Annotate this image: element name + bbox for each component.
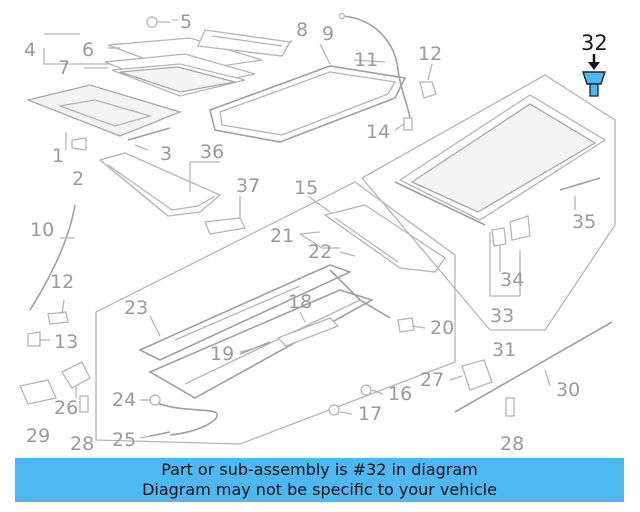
label-18: 18 <box>288 291 312 313</box>
label-12-top: 12 <box>418 43 442 65</box>
label-28-right: 28 <box>500 433 524 455</box>
frame-assembly-outline <box>95 181 456 445</box>
label-11: 11 <box>354 49 378 71</box>
banner-line-2: Diagram may not be specific to your vehi… <box>142 480 497 499</box>
label-6: 6 <box>82 39 94 61</box>
label-2: 2 <box>72 168 84 190</box>
label-15: 15 <box>294 177 318 199</box>
label-8: 8 <box>296 19 308 41</box>
label-16: 16 <box>388 383 412 405</box>
label-5: 5 <box>180 11 192 33</box>
label-17: 17 <box>358 403 382 425</box>
left-loose-parts <box>19 204 91 413</box>
label-26: 26 <box>54 397 78 419</box>
label-36: 36 <box>200 141 224 163</box>
label-7: 7 <box>58 57 70 79</box>
label-32: 32 <box>581 31 608 55</box>
label-34: 34 <box>500 269 524 291</box>
label-23: 23 <box>124 297 148 319</box>
label-9: 9 <box>322 23 334 45</box>
info-banner: Part or sub-assembly is #32 in diagram D… <box>15 458 624 502</box>
label-33: 33 <box>490 305 514 327</box>
label-1: 1 <box>52 145 64 167</box>
label-24: 24 <box>112 389 136 411</box>
label-35: 35 <box>572 211 596 233</box>
label-28-left: 28 <box>70 433 94 455</box>
label-27: 27 <box>420 369 444 391</box>
label-4: 4 <box>24 39 36 61</box>
label-13: 13 <box>54 331 78 353</box>
label-31: 31 <box>492 339 516 361</box>
part-labels: 1 2 3 4 5 6 7 8 9 10 11 12 12 13 14 15 1… <box>24 11 608 455</box>
label-30: 30 <box>556 379 580 401</box>
label-19: 19 <box>210 343 234 365</box>
label-37: 37 <box>236 175 260 197</box>
bolt-32-icon <box>582 54 606 97</box>
label-10: 10 <box>30 219 54 241</box>
label-22: 22 <box>308 241 332 263</box>
label-29: 29 <box>26 425 50 447</box>
banner-line-1: Part or sub-assembly is #32 in diagram <box>161 460 478 479</box>
label-25: 25 <box>112 429 136 451</box>
label-12-left: 12 <box>50 271 74 293</box>
glass-panel-group <box>25 12 437 235</box>
label-14: 14 <box>366 121 390 143</box>
label-3: 3 <box>160 143 172 165</box>
label-20: 20 <box>430 317 454 339</box>
label-21: 21 <box>270 225 294 247</box>
shade-assembly <box>328 74 616 417</box>
leader-lines <box>40 19 576 439</box>
